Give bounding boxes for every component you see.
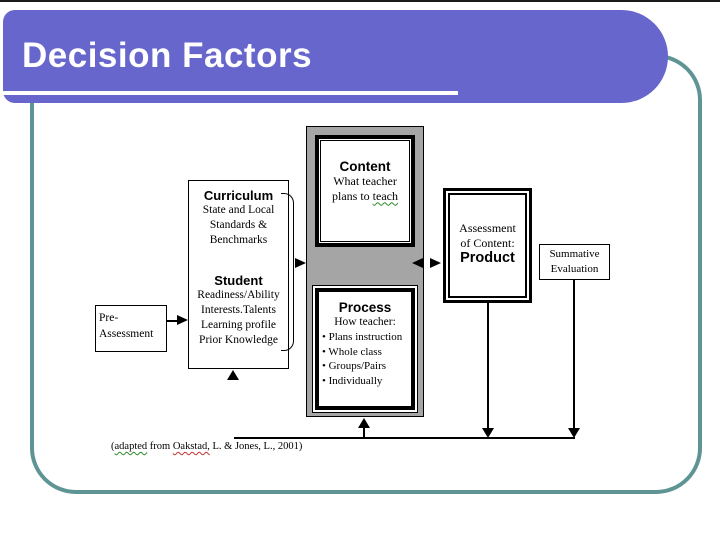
process-subheading: How teacher:	[334, 316, 396, 328]
right-arrowhead-icon	[430, 258, 441, 268]
left-arrowhead-icon	[412, 258, 423, 268]
student-line: Interests.Talents	[201, 304, 276, 316]
spellcheck-flagged-word: adapted	[114, 441, 148, 452]
title-banner: Decision Factors	[3, 10, 668, 103]
student-line: Learning profile	[200, 319, 277, 331]
process-bullet: • Groups/Pairs	[322, 360, 387, 372]
content-heading: Content	[339, 159, 391, 174]
summative-line: Evaluation	[550, 263, 599, 275]
product-heading: Product	[460, 250, 515, 266]
student-heading: Student	[214, 273, 263, 288]
up-arrowhead-icon	[358, 418, 370, 428]
down-arrowhead-icon	[568, 428, 580, 438]
curriculum-section: Curriculum State and Local Standards & B…	[189, 181, 288, 248]
assessment-line: Assessment	[459, 221, 516, 235]
pre-assessment-box: Pre- Assessment	[95, 305, 167, 352]
citation-text: L. & Jones, L., 2001)	[209, 441, 303, 452]
pre-assessment-line: Assessment	[99, 328, 154, 340]
student-line: Readiness/Ability	[197, 289, 280, 301]
spellcheck-flagged-word: Oakstad,	[172, 441, 210, 452]
process-bullet: • Individually	[322, 374, 383, 387]
right-arrowhead-icon	[177, 315, 188, 325]
grammar-flagged-word: teach	[372, 188, 398, 203]
right-arrowhead-icon	[295, 258, 306, 268]
down-arrowhead-icon	[482, 428, 494, 438]
pre-assessment-line: Pre-	[99, 312, 119, 324]
pre-to-student-line	[167, 320, 178, 322]
student-line: Prior Knowledge	[199, 334, 278, 346]
content-box: Content What teacher plans to teach	[315, 135, 415, 247]
citation: (adapted from Oakstad, L. & Jones, L., 2…	[111, 441, 302, 452]
slide-title: Decision Factors	[22, 36, 313, 75]
process-heading: Process	[338, 300, 392, 315]
process-box: Process How teacher: • Plans instruction…	[315, 288, 415, 410]
curriculum-line: Standards &	[209, 219, 268, 231]
summative-down-line	[573, 280, 575, 428]
curriculum-line: Benchmarks	[209, 234, 268, 246]
assessment-product-box: Assessment of Content: Product	[443, 188, 532, 303]
content-line-start: plans to	[332, 188, 373, 203]
summative-line: Summative	[549, 248, 600, 260]
curriculum-student-box: Curriculum State and Local Standards & B…	[188, 180, 289, 369]
title-underline	[3, 91, 458, 95]
curriculum-student-bracket	[281, 193, 294, 351]
summative-evaluation-box: Summative Evaluation	[539, 244, 610, 280]
process-bullet: • Whole class	[322, 345, 382, 358]
assessment-line: of Content:	[460, 235, 515, 250]
student-section: Student Readiness/Ability Interests.Tale…	[189, 273, 288, 348]
process-bullet: • Plans instruction	[322, 331, 403, 343]
citation-text: from	[147, 441, 173, 452]
assessment-down-line	[487, 303, 489, 428]
up-arrowhead-icon	[227, 370, 239, 380]
feedback-up-line	[363, 428, 365, 438]
curriculum-line: State and Local	[202, 204, 275, 216]
process-bullets: • Plans instruction • Whole class • Grou…	[319, 330, 411, 388]
curriculum-heading: Curriculum	[203, 188, 274, 203]
feedback-baseline	[234, 437, 575, 439]
citation-text: (	[111, 441, 115, 452]
screenshot-top-edge	[0, 0, 720, 2]
content-line: What teacher	[333, 174, 397, 188]
content-line: plans to teach	[319, 189, 411, 204]
